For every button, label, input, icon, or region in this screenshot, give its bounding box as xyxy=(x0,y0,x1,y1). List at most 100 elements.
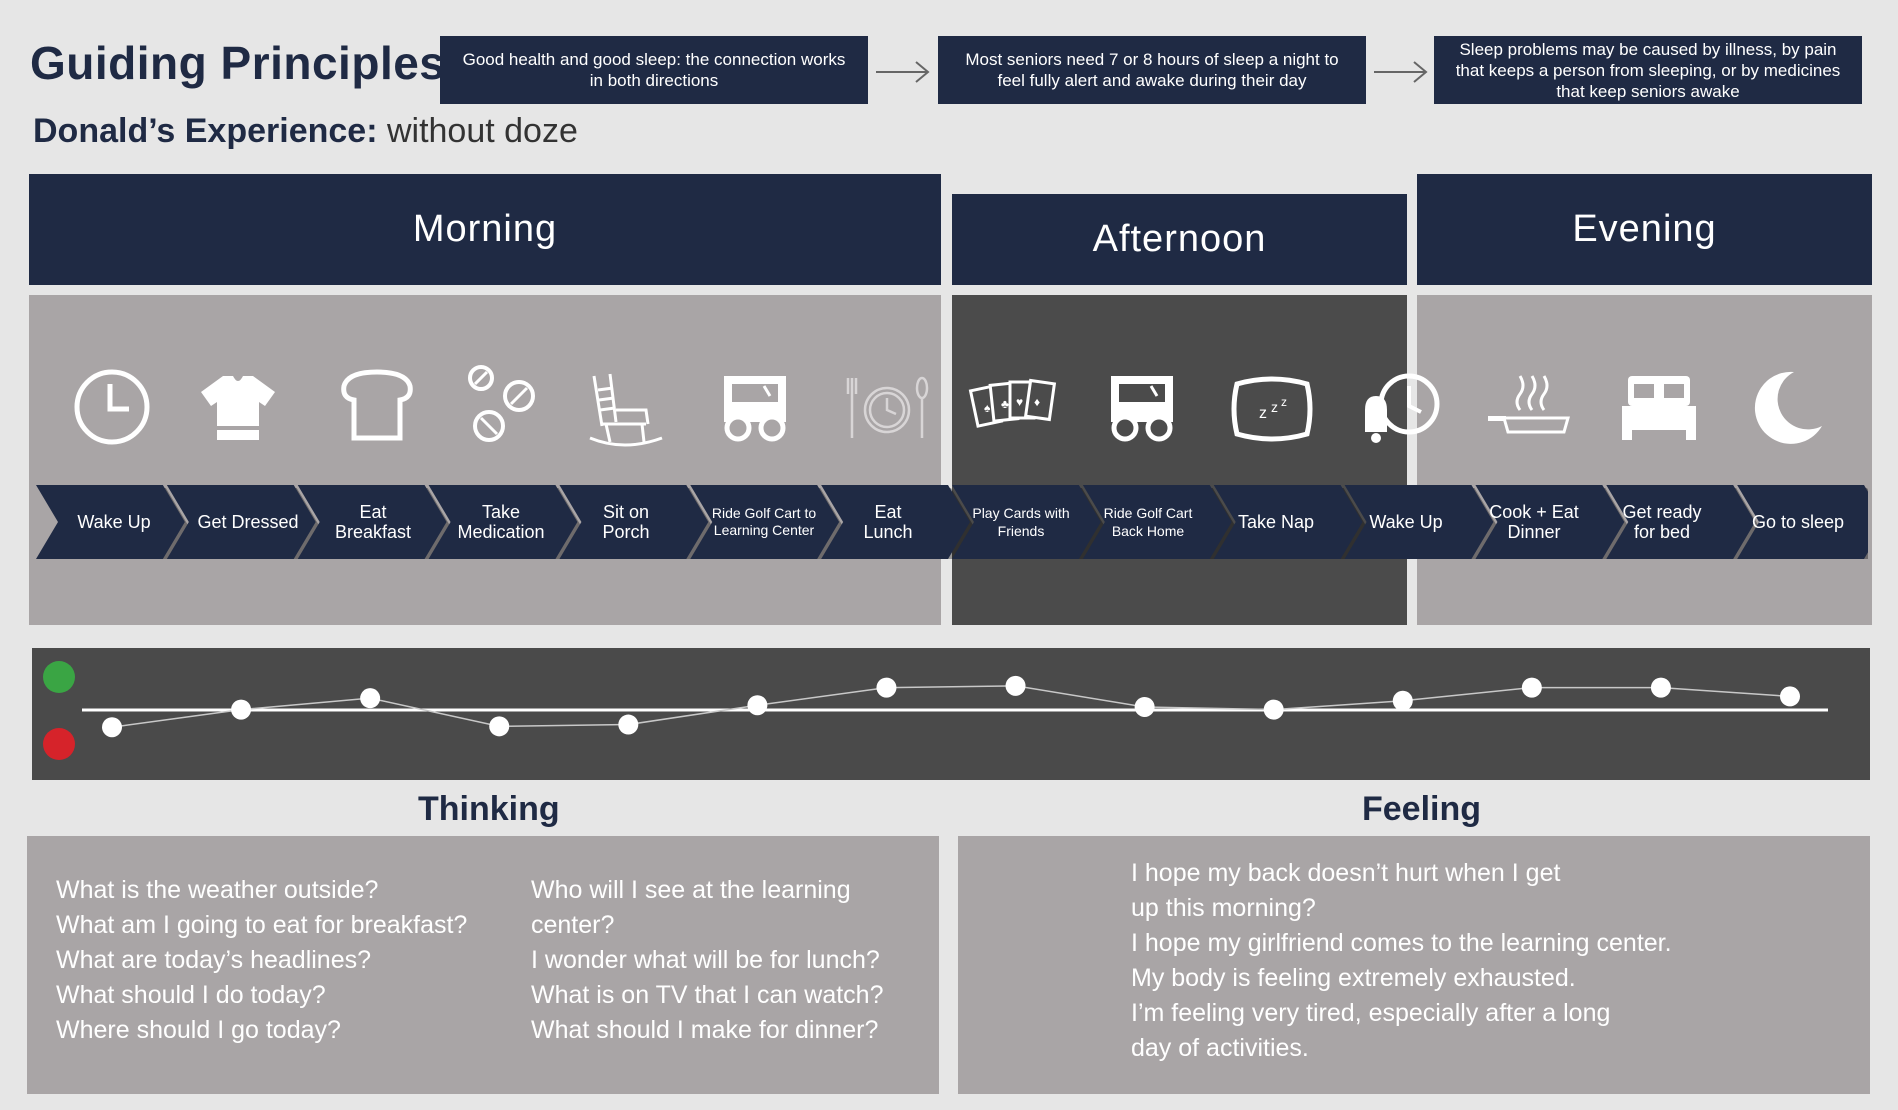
mood-point xyxy=(1780,686,1800,707)
feeling-line: I’m feeling very tired, especially after… xyxy=(1131,999,1611,1027)
activity-chevron xyxy=(1213,485,1363,559)
thought-line: What is on TV that I can watch? xyxy=(531,981,884,1009)
feeling-line: up this morning? xyxy=(1131,894,1316,922)
alarm-clock-icon xyxy=(1365,373,1440,443)
thought-line: What are today’s headlines? xyxy=(56,946,372,974)
feeling-line: I hope my back doesn’t hurt when I get xyxy=(1131,859,1561,887)
mood-point xyxy=(747,695,768,716)
panel-evening xyxy=(1417,295,1872,625)
activity-chevron xyxy=(36,485,185,559)
mood-point xyxy=(1650,677,1671,698)
activity-chevron xyxy=(559,485,709,559)
feeling-panel xyxy=(958,836,1870,1094)
thinking-questions-col2: Who will I see at the learning center? I… xyxy=(531,873,884,1048)
playing-cards-icon: ♠ ♣ ♥ ♦ xyxy=(968,378,1057,428)
golf-cart-icon xyxy=(1111,376,1173,442)
svg-text:♠: ♠ xyxy=(984,401,991,415)
bad-mood-indicator xyxy=(43,728,75,760)
activity-label-ride-golf-cart: Ride Golf Cart to Learning Center xyxy=(711,505,817,538)
activity-label-cook-eat-dinner: Cook + Eat Dinner xyxy=(1489,502,1579,542)
thinking-title: Thinking xyxy=(418,790,560,828)
thinking-questions-col1: What is the weather outside? What am I g… xyxy=(56,873,467,1048)
frying-pan-icon xyxy=(1488,375,1570,434)
mood-point xyxy=(102,717,122,738)
period-header-morning: Morning xyxy=(29,174,941,285)
activity-chevron xyxy=(1606,485,1756,559)
shirt-icon xyxy=(201,376,275,440)
mood-point xyxy=(231,699,252,720)
moon-icon xyxy=(1754,371,1822,444)
activity-chevron xyxy=(821,485,970,559)
mood-point xyxy=(1392,690,1413,711)
activity-label-eat-lunch: Eat Lunch xyxy=(863,502,913,542)
feeling-line: My body is feeling extremely exhausted. xyxy=(1131,964,1576,992)
activity-label-eat-breakfast: Eat Breakfast xyxy=(334,502,412,542)
activity-label-get-dressed: Get Dressed xyxy=(197,512,299,532)
activity-chevron xyxy=(690,485,840,559)
page-subtitle: Donald’s Experience: without doze xyxy=(33,112,578,151)
subtitle-scenario: without doze xyxy=(386,112,578,150)
svg-text:♣: ♣ xyxy=(1001,397,1009,411)
principle-box-2: Most seniors need 7 or 8 hours of sleep … xyxy=(938,36,1366,104)
activity-chevron xyxy=(428,485,578,559)
activity-chevron xyxy=(1344,485,1494,559)
activity-chevron xyxy=(1082,485,1232,559)
thinking-panel xyxy=(27,836,939,1094)
panel-afternoon xyxy=(952,295,1407,625)
svg-text:z: z xyxy=(1281,395,1287,409)
activity-timeline xyxy=(36,485,1868,559)
thought-line: What is the weather outside? xyxy=(56,876,379,904)
mood-point xyxy=(618,714,639,735)
activity-chevron xyxy=(1737,485,1868,559)
panel-morning xyxy=(29,295,941,625)
svg-text:z: z xyxy=(1259,405,1267,422)
mood-point xyxy=(360,688,381,709)
page-title: Guiding Principles xyxy=(30,37,446,89)
good-mood-indicator xyxy=(43,661,75,693)
arrow-right-icon xyxy=(1374,61,1428,83)
clock-icon xyxy=(74,369,150,445)
activity-label-play-cards: Play Cards with Friends xyxy=(972,505,1070,539)
mood-point xyxy=(1263,699,1284,720)
principle-box-1: Good health and good sleep: the connecti… xyxy=(440,36,868,104)
mood-point xyxy=(489,716,510,737)
activity-label-wake-up: Wake Up xyxy=(77,512,151,532)
activity-chevron xyxy=(166,485,316,559)
pills-icon xyxy=(468,365,535,442)
svg-text:z: z xyxy=(1271,399,1278,415)
feeling-line: I hope my girlfriend comes to the learni… xyxy=(1131,929,1672,957)
mood-line-chart xyxy=(43,661,1828,760)
thought-line: I wonder what will be for lunch? xyxy=(531,946,880,974)
mood-track-panel xyxy=(32,648,1870,780)
svg-text:♦: ♦ xyxy=(1034,395,1040,409)
rocking-chair-icon xyxy=(589,373,663,447)
mood-point xyxy=(1005,675,1026,696)
activity-label-wake-up-2: Wake Up xyxy=(1369,512,1443,532)
activity-label-go-to-sleep: Go to sleep xyxy=(1751,512,1845,532)
feeling-line: day of activities. xyxy=(1131,1034,1309,1062)
svg-text:♥: ♥ xyxy=(1016,395,1023,409)
thought-line: center? xyxy=(531,911,615,939)
thought-line: What should I make for dinner? xyxy=(531,1016,879,1044)
plate-clock-icon xyxy=(846,376,929,438)
subtitle-persona: Donald’s Experience: xyxy=(33,112,378,150)
mood-trend-line xyxy=(111,685,1791,728)
activity-chevron xyxy=(297,485,447,559)
feeling-statements: I hope my back doesn’t hurt when I get u… xyxy=(1131,856,1672,1066)
principle-box-3: Sleep problems may be caused by illness,… xyxy=(1434,36,1862,104)
arrow-right-icon xyxy=(876,61,930,83)
activity-label-take-medication: Take Medication xyxy=(457,502,545,542)
mood-point xyxy=(1521,677,1542,698)
toast-icon xyxy=(341,369,413,441)
thought-line: What should I do today? xyxy=(56,981,326,1009)
thought-line: Where should I go today? xyxy=(56,1016,341,1044)
period-header-afternoon: Afternoon xyxy=(952,194,1407,285)
mood-point xyxy=(1134,696,1155,717)
mood-point xyxy=(876,677,897,698)
golf-cart-icon xyxy=(724,376,786,442)
activity-label-ride-golf-cart-home: Ride Golf Cart Back Home xyxy=(1103,505,1193,539)
activity-chevron xyxy=(1475,485,1625,559)
thought-line: What am I going to eat for breakfast? xyxy=(56,911,468,939)
activity-label-get-ready-for-bed: Get ready for bed xyxy=(1622,502,1702,542)
